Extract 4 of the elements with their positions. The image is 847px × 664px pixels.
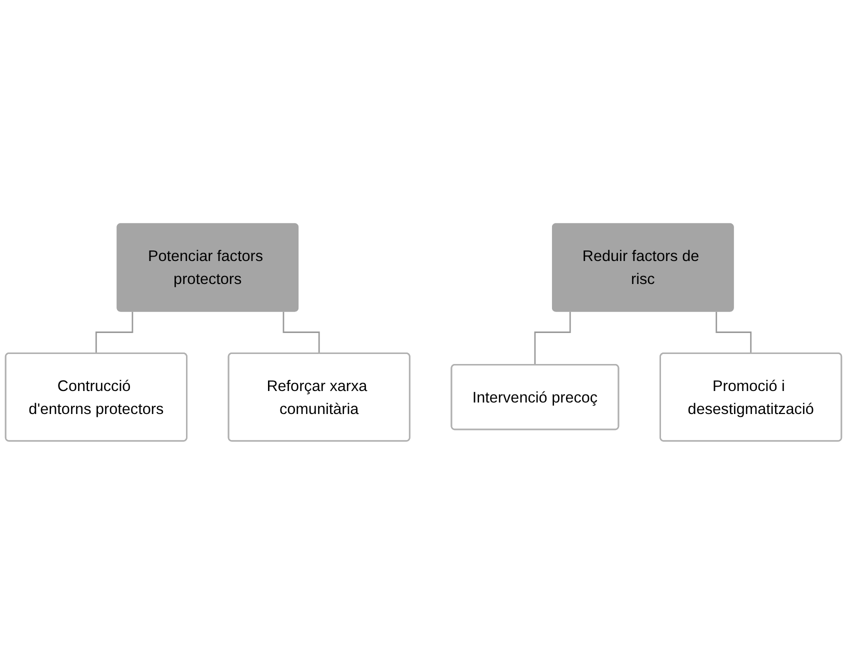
- connector: [282, 311, 320, 354]
- connector: [534, 311, 571, 366]
- connector: [95, 311, 134, 354]
- connector: [716, 311, 752, 354]
